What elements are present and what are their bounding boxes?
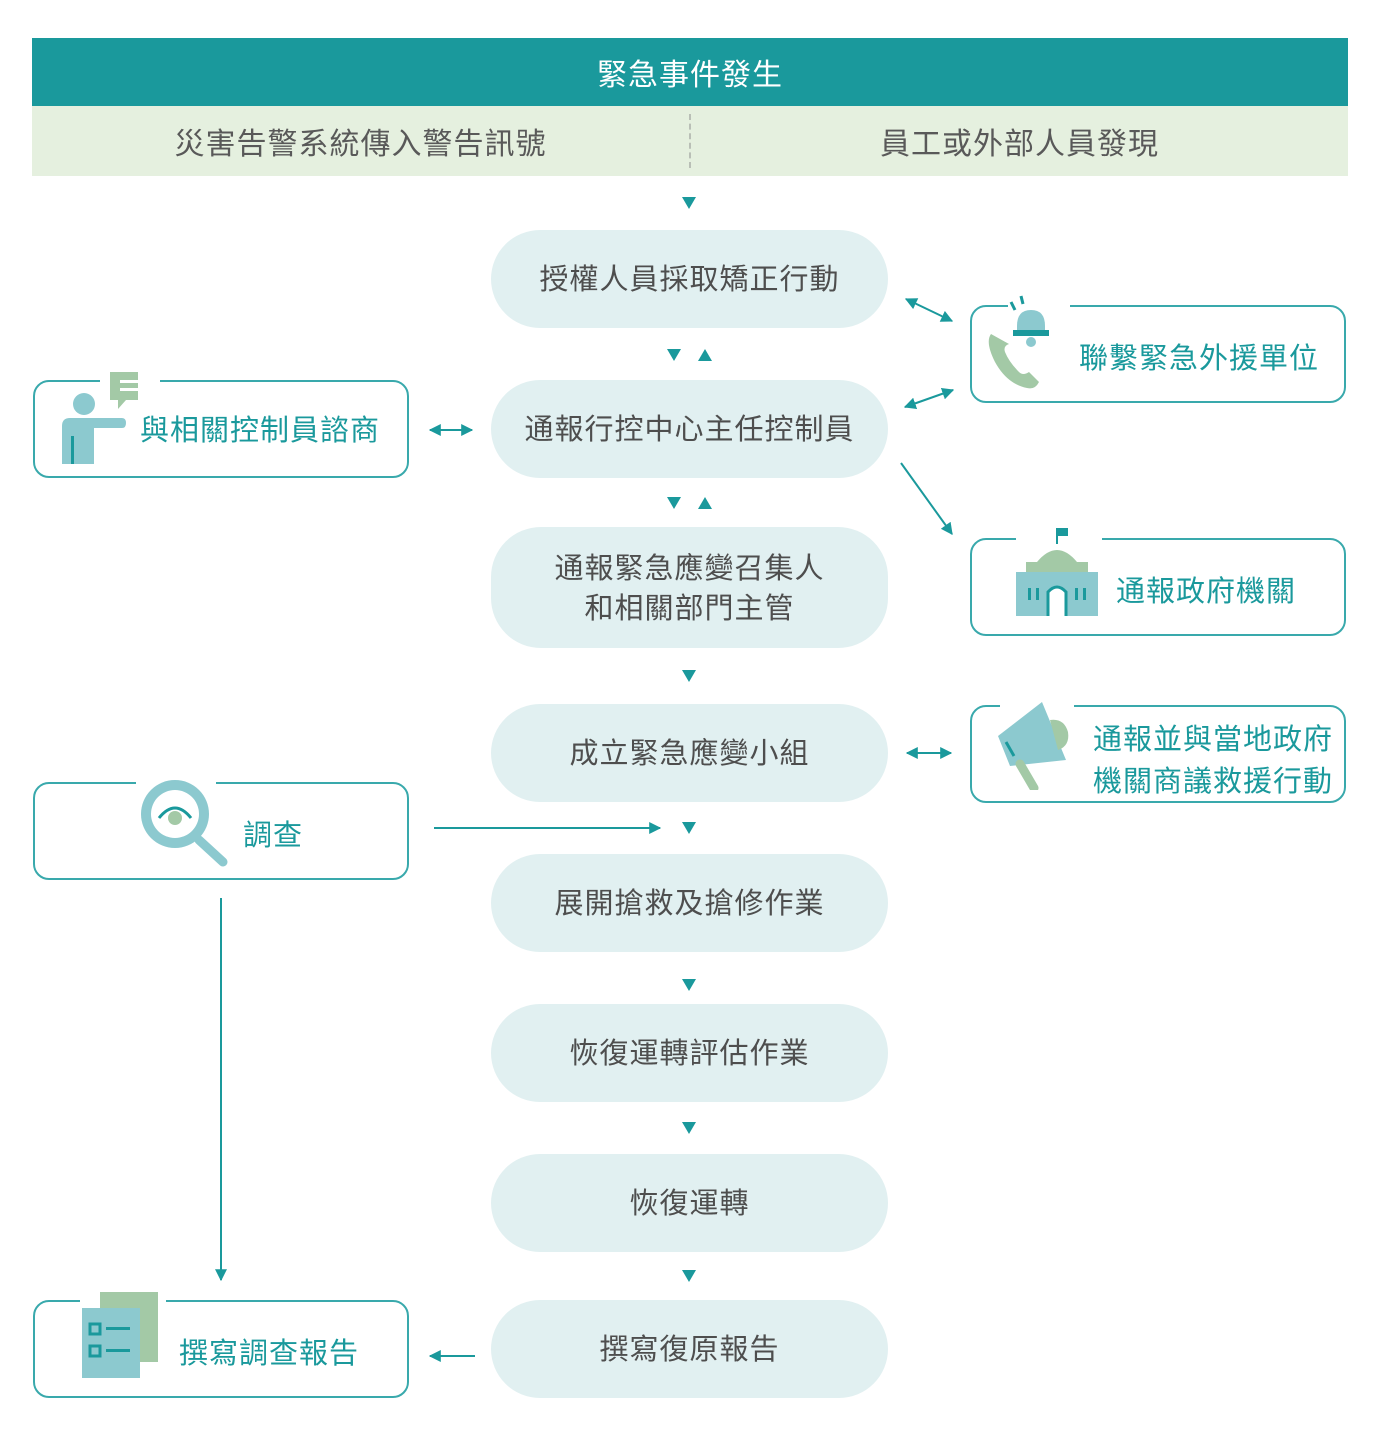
flow-arrow-down: [667, 497, 681, 509]
page-title: 緊急事件發生: [32, 38, 1348, 106]
flow-arrow-down: [682, 979, 696, 991]
external-aid-label: 聯繫緊急外援單位: [1079, 341, 1320, 375]
consult-box: [33, 380, 409, 478]
flow-arrow-down: [682, 1122, 696, 1134]
government-label: 通報政府機關: [1116, 574, 1297, 608]
flow-arrow-down: [682, 822, 696, 834]
step-6: 恢復運轉評估作業: [491, 1004, 888, 1102]
local-gov-label: 通報並與當地政府 機關商議救援行動: [1093, 722, 1334, 798]
report-label: 撰寫調查報告: [179, 1336, 360, 1370]
arrow-step1-external: [904, 298, 954, 322]
step-5: 展開搶救及搶修作業: [491, 854, 888, 952]
source-left: 災害告警系統傳入警告訊號: [174, 127, 547, 162]
flow-arrow-down: [682, 670, 696, 682]
step-3: 通報緊急應變召集人 和相關部門主管: [491, 527, 888, 648]
arrow-step2-external: [903, 387, 955, 410]
flow-arrow-down: [667, 349, 681, 361]
person-speech-icon: [58, 368, 152, 468]
consult-label: 與相關控制員諮商: [140, 413, 381, 447]
step-8: 撰寫復原報告: [491, 1300, 888, 1398]
investigate-label: 調查: [243, 818, 304, 852]
step-7: 恢復運轉: [491, 1154, 888, 1252]
government-box: [970, 538, 1346, 636]
flow-arrow-up: [698, 349, 712, 361]
step-4: 成立緊急應變小組: [491, 704, 888, 802]
phone-bell-icon: [985, 292, 1075, 392]
flow-arrow-down: [682, 197, 696, 209]
government-building-icon: [1012, 526, 1102, 618]
arrow-step2-government: [900, 462, 953, 535]
megaphone-icon: [992, 700, 1078, 793]
source-right: 員工或外部人員發現: [880, 127, 1159, 162]
source-divider: [689, 114, 691, 168]
flow-arrow-down: [682, 1270, 696, 1282]
flow-arrow-up: [698, 497, 712, 509]
document-list-icon: [80, 1290, 162, 1382]
investigate-box: [33, 782, 409, 880]
step-1: 授權人員採取矯正行動: [491, 230, 888, 328]
magnifier-eye-icon: [135, 772, 235, 868]
step-2: 通報行控中心主任控制員: [491, 380, 888, 478]
